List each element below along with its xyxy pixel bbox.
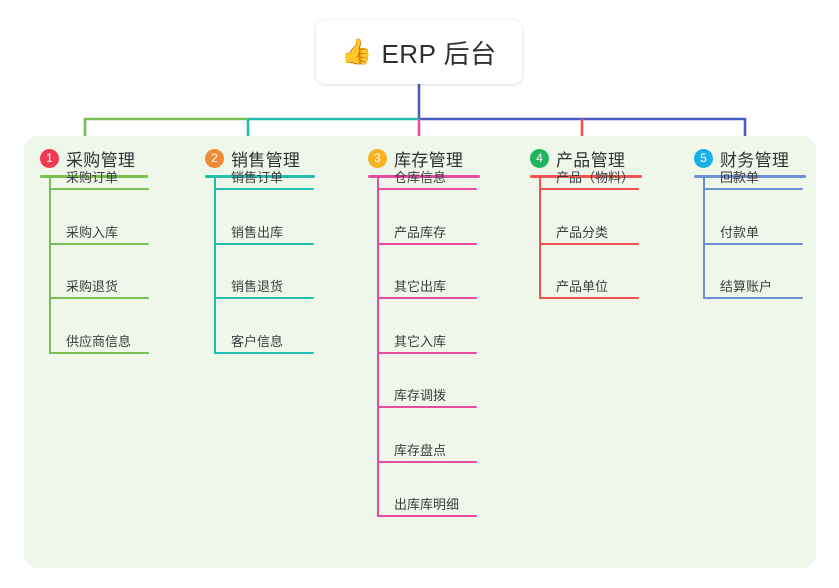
- branch-badge-3: 3: [368, 148, 387, 168]
- branch-item-label: 客户信息: [231, 333, 284, 349]
- branch-item-label: 供应商信息: [66, 333, 132, 349]
- branch-title-2: 销售管理: [231, 150, 301, 170]
- branch-spine-4: [539, 177, 541, 299]
- branch-item-rule: [377, 188, 477, 190]
- branch-item-label: 销售退货: [231, 279, 284, 294]
- branch-item-label: 采购入库: [66, 224, 119, 240]
- branch-header-4[interactable]: 4 产品管理: [530, 144, 625, 172]
- branch-item-label: 产品分类: [556, 224, 609, 240]
- branch-item-rule: [49, 242, 149, 245]
- branch-header-5[interactable]: 5 财务管理: [694, 144, 789, 172]
- branch-item-rule: [214, 188, 314, 190]
- branch-item-label: 采购退货: [66, 279, 119, 294]
- thumbs-up-icon: 👍: [341, 37, 373, 66]
- branch-header-rule-1: [40, 175, 148, 178]
- branch-item-label: 出库库明细: [394, 497, 460, 512]
- branch-item-rule: [214, 297, 314, 299]
- branch-title-5: 财务管理: [720, 150, 790, 170]
- branch-item-label: 采购订单: [66, 170, 119, 185]
- branch-title-1: 采购管理: [66, 150, 136, 170]
- branch-badge-1: 1: [40, 148, 59, 168]
- branch-item-rule: [539, 297, 639, 299]
- branch-item-rule: [49, 297, 149, 299]
- branch-badge-2: 2: [205, 148, 224, 168]
- branch-item-rule: [377, 351, 477, 354]
- branch-header-rule-3: [368, 175, 480, 178]
- branch-header-rule-5: [694, 175, 806, 178]
- branch-item-rule: [539, 188, 639, 190]
- branches-panel: 1 采购管理采购订单采购入库采购退货供应商信息 2 销售管理销售订单销售出库销售退货客…: [24, 136, 816, 568]
- branch-header-3[interactable]: 3 库存管理: [368, 144, 463, 172]
- branch-item-rule: [377, 297, 477, 299]
- branch-item-rule: [214, 351, 314, 354]
- branch-badge-5: 5: [694, 148, 713, 168]
- branch-spine-1: [49, 177, 51, 354]
- branch-title-4: 产品管理: [556, 150, 626, 170]
- branch-item-rule: [703, 297, 803, 299]
- branch-item-rule: [377, 406, 477, 408]
- branch-header-1[interactable]: 1 采购管理: [40, 144, 135, 172]
- branch-item-rule: [214, 242, 314, 245]
- branch-item-rule: [377, 242, 477, 245]
- branch-item-rule: [49, 188, 149, 190]
- branch-header-rule-4: [530, 175, 642, 178]
- branch-header-rule-2: [205, 175, 315, 178]
- branch-item-label: 产品库存: [394, 224, 447, 240]
- root-node[interactable]: 👍 ERP 后台: [316, 20, 522, 84]
- branch-spine-5: [703, 177, 705, 299]
- branch-title-3: 库存管理: [394, 150, 464, 170]
- branch-item-rule: [377, 460, 477, 463]
- branch-item-label: 其它入库: [394, 333, 447, 349]
- branch-spine-2: [214, 177, 216, 354]
- branch-item-label: 结算账户: [720, 279, 773, 294]
- branch-item-label: 回款单: [720, 170, 760, 185]
- branch-item-label: 其它出库: [394, 279, 447, 294]
- branch-item-label: 库存调拨: [394, 388, 447, 403]
- branch-item-rule: [703, 242, 803, 245]
- branch-header-2[interactable]: 2 销售管理: [205, 144, 300, 172]
- branch-item-label: 库存盘点: [394, 442, 447, 458]
- branch-item-label: 销售订单: [231, 170, 284, 185]
- branch-item-label: 仓库信息: [394, 170, 447, 185]
- branch-item-rule: [49, 351, 149, 354]
- root-title: ERP 后台: [381, 38, 497, 69]
- branch-item-rule: [539, 242, 639, 245]
- branch-item-label: 产品单位: [556, 279, 609, 294]
- branch-spine-3: [377, 177, 379, 517]
- branch-item-rule: [377, 515, 477, 517]
- branch-item-label: 销售出库: [231, 224, 284, 240]
- branch-item-label: 产品（物料）: [556, 170, 635, 185]
- branch-item-label: 付款单: [720, 224, 760, 240]
- branch-item-rule: [703, 188, 803, 190]
- branch-badge-4: 4: [530, 148, 549, 168]
